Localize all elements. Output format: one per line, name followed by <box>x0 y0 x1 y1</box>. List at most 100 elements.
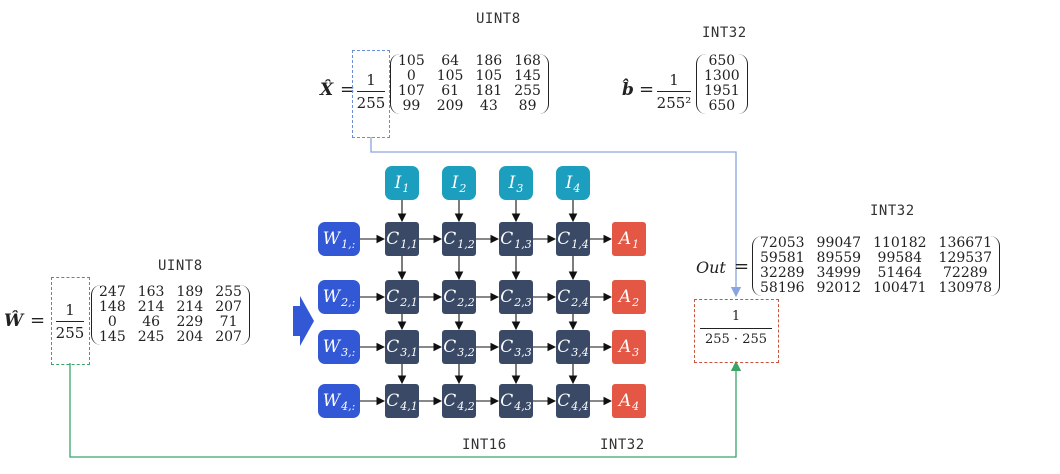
w-hat-cell: 214 <box>176 299 204 315</box>
int32-out-label: INT32 <box>870 203 915 219</box>
big-arrow-icon <box>293 296 314 346</box>
out-cell: 72053 <box>760 235 805 251</box>
x-hat-equals: = <box>340 79 356 100</box>
out-cell: 130978 <box>938 280 992 296</box>
w-hat-row: 247 163 189 255 <box>93 285 248 300</box>
w-hat-cell: 145 <box>99 329 126 345</box>
out-cell: 89559 <box>816 250 862 266</box>
w-hat-cell: 247 <box>99 284 126 300</box>
x-hat-cell: 209 <box>436 98 464 114</box>
b-hat-cell: 650 <box>708 98 736 114</box>
w-hat-row: 145 245 204 207 <box>93 330 248 345</box>
b-hat-row: 650 <box>698 54 746 69</box>
x-hat-cell: 43 <box>479 98 498 114</box>
w-hat-cell: 204 <box>176 329 204 345</box>
b-hat-symbol: b̂ <box>622 80 634 100</box>
w-hat-row: 148 214 214 207 <box>93 300 248 315</box>
w-hat-cell: 189 <box>176 284 204 300</box>
out-cell: 34999 <box>816 265 862 281</box>
w-hat-cell: 207 <box>215 299 242 315</box>
x-hat-cell: 168 <box>514 53 541 69</box>
x-hat-cell: 61 <box>441 83 460 99</box>
w-hat-equals: = <box>30 310 46 331</box>
b-hat-row: 1951 <box>698 84 746 99</box>
w-hat-cell: 163 <box>137 284 165 300</box>
out-scale-box <box>694 299 779 363</box>
out-cell: 129537 <box>938 250 992 266</box>
w-hat-cell: 245 <box>137 329 165 345</box>
w-hat-symbol: Ŵ <box>4 311 24 331</box>
out-cell: 92012 <box>816 280 862 296</box>
out-cell: 99584 <box>877 250 923 266</box>
x-hat-cell: 64 <box>441 53 460 69</box>
x-hat-cell: 145 <box>514 68 541 84</box>
out-cell: 72289 <box>943 265 988 281</box>
out-equals: = <box>734 256 750 277</box>
uint8-x-label: UINT8 <box>476 11 521 27</box>
out-cell: 100471 <box>873 280 927 296</box>
x-hat-cell: 99 <box>402 98 421 114</box>
w-hat-cell: 148 <box>99 299 126 315</box>
x-hat-symbol: X̂ <box>320 80 334 100</box>
b-hat-cell: 1951 <box>704 83 740 99</box>
w-hat-cell: 0 <box>107 314 117 330</box>
b-hat-row: 650 <box>698 99 746 114</box>
x-hat-cell: 105 <box>436 68 464 84</box>
out-cell: 99047 <box>816 235 862 251</box>
grid-arrows <box>360 200 613 406</box>
out-cell: 51464 <box>877 265 923 281</box>
out-cell: 58196 <box>760 280 805 296</box>
w-scale-box <box>51 277 90 365</box>
x-hat-cell: 255 <box>514 83 541 99</box>
x-hat-cell: 0 <box>406 68 416 84</box>
b-hat-cell: 1300 <box>704 68 740 84</box>
w-hat-cell: 214 <box>137 299 165 315</box>
int32-a-label: INT32 <box>600 437 645 453</box>
x-scale-box <box>352 50 390 138</box>
w-hat-cell: 255 <box>215 284 242 300</box>
x-scale-line <box>370 137 742 298</box>
out-symbol: Out <box>696 258 726 277</box>
out-cell: 59581 <box>760 250 805 266</box>
out-row: 59581 89559 99584 129537 <box>754 251 998 266</box>
w-hat-cell: 207 <box>215 329 242 345</box>
out-cell: 32289 <box>760 265 805 281</box>
b-hat-equals: = <box>639 79 655 100</box>
out-cell: 110182 <box>873 235 927 251</box>
